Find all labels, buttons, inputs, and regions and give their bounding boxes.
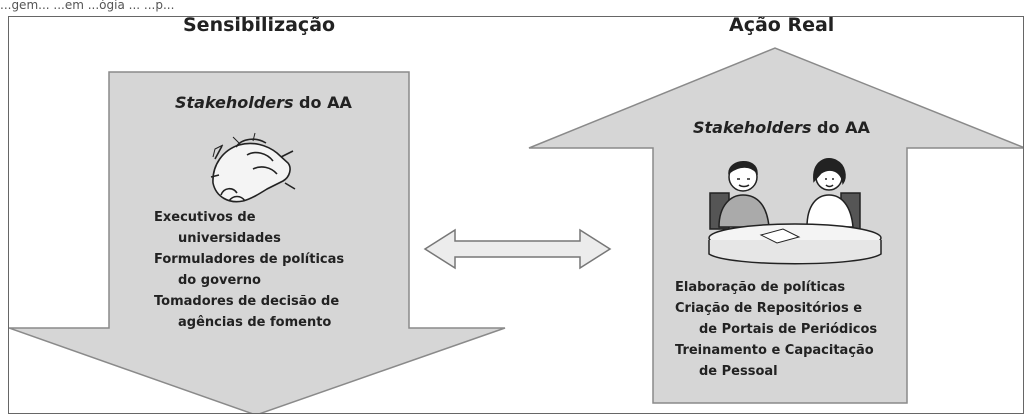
diagram-shapes (9, 47, 1023, 413)
list-item: de Portais de Periódicos (699, 322, 878, 337)
meeting-people-icon (708, 158, 882, 265)
list-item: Criação de Repositórios e (675, 301, 863, 316)
left-stakeholders-rest: do AA (293, 93, 352, 112)
figure-caption: ...gem... ...em ...ógia ... ...p... (0, 0, 175, 12)
double-arrow-icon (423, 228, 612, 270)
list-item: Elaboração de políticas (675, 280, 846, 295)
list-item: agências de fomento (178, 315, 332, 330)
list-item: de Pessoal (699, 364, 778, 379)
left-heading: Sensibilização (183, 16, 336, 36)
left-stakeholder-list: Executivos de universidades Formuladores… (154, 207, 344, 333)
list-item: Executivos de (154, 210, 256, 225)
left-stakeholders-italic: Stakeholders (175, 93, 294, 112)
left-stakeholders-label: Stakeholders do AA (175, 93, 352, 112)
right-stakeholders-italic: Stakeholders (693, 118, 812, 137)
right-action-list: Elaboração de políticas Criação de Repos… (675, 277, 877, 382)
down-arrow-shape (9, 71, 506, 413)
right-heading: Ação Real (729, 16, 835, 36)
list-item: do governo (178, 273, 261, 288)
right-stakeholders-label: Stakeholders do AA (693, 118, 870, 137)
diagram-frame: Sensibilização Ação Real Stakeholders do… (8, 16, 1024, 414)
list-item: Treinamento e Capacitação (675, 343, 874, 358)
list-item: Tomadores de decisão de (154, 294, 340, 309)
handshake-icon (210, 132, 296, 203)
list-item: universidades (178, 231, 281, 246)
list-item: Formuladores de políticas (154, 252, 345, 267)
right-stakeholders-rest: do AA (811, 118, 870, 137)
